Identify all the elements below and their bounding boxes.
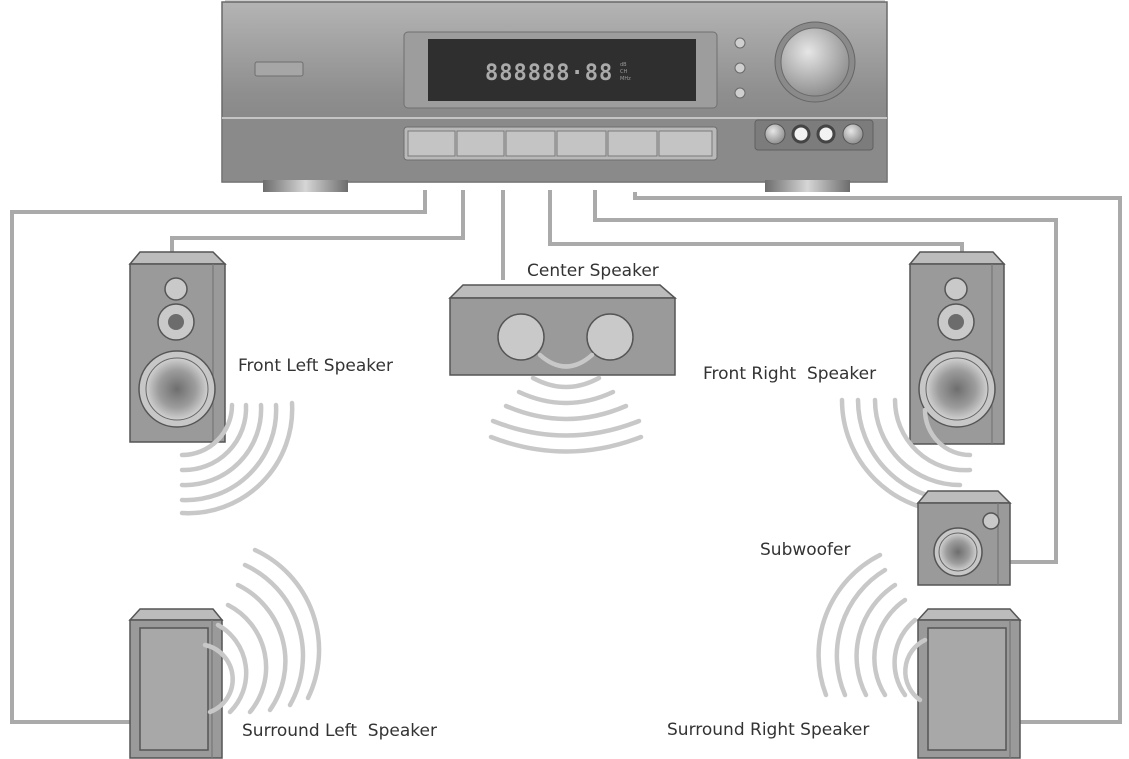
front-button-4[interactable] xyxy=(556,130,607,157)
jack-2[interactable] xyxy=(791,124,811,144)
av-receiver: 888888·88 dB CH MHz xyxy=(221,0,888,192)
front-right-label: Front Right Speaker xyxy=(703,364,876,384)
tweeter-icon xyxy=(164,277,188,301)
wire-front-left xyxy=(170,190,465,262)
front-left-label: Front Left Speaker xyxy=(238,356,393,376)
display-screen xyxy=(428,39,696,101)
front-button-5[interactable] xyxy=(607,130,658,157)
surround-right-label: Surround Right Speaker xyxy=(667,720,869,740)
center-label: Center Speaker xyxy=(527,261,659,281)
tweeter-icon xyxy=(944,277,968,301)
jack-3[interactable] xyxy=(816,124,836,144)
surround-left-sound-waves xyxy=(202,547,322,715)
volume-knob[interactable] xyxy=(780,27,850,97)
center-driver-right-icon xyxy=(586,313,634,361)
surround-right-sound-waves xyxy=(816,552,928,703)
wire-surround-right xyxy=(633,192,1122,724)
front-button-2[interactable] xyxy=(456,130,505,157)
receiver-foot-right xyxy=(765,180,850,192)
indicator-button-1[interactable] xyxy=(734,37,746,49)
jack-4[interactable] xyxy=(842,123,864,145)
front-panel-buttons xyxy=(407,130,713,157)
front-button-6[interactable] xyxy=(658,130,713,157)
display-indicator-3: MHz xyxy=(620,76,631,82)
display-readout: 888888·88 xyxy=(485,61,613,86)
speaker-wires xyxy=(10,190,1122,724)
receiver-foot-left xyxy=(263,180,348,192)
front-button-3[interactable] xyxy=(505,130,556,157)
center-sound-waves xyxy=(488,352,644,454)
front-left-sound-waves xyxy=(179,400,295,516)
speaker-grille xyxy=(139,627,209,751)
center-driver-left-icon xyxy=(497,313,545,361)
jack-panel xyxy=(754,119,874,151)
center-speaker xyxy=(448,284,678,376)
front-button-1[interactable] xyxy=(407,130,456,157)
subwoofer-label: Subwoofer xyxy=(760,540,851,560)
power-button[interactable] xyxy=(254,61,304,77)
wire-subwoofer xyxy=(593,190,1058,564)
surround-left-label: Surround Left Speaker xyxy=(242,721,437,741)
indicator-button-3[interactable] xyxy=(734,87,746,99)
display-indicator-2: CH xyxy=(620,69,627,75)
front-left-speaker xyxy=(128,251,227,443)
jack-1[interactable] xyxy=(764,123,786,145)
subwoofer-port-icon xyxy=(982,512,1000,530)
display-indicator-1: dB xyxy=(620,62,627,68)
indicator-button-2[interactable] xyxy=(734,62,746,74)
surround-left-speaker xyxy=(128,608,224,759)
speaker-grille xyxy=(927,627,1007,751)
surround-right-speaker xyxy=(916,608,1022,759)
wire-front-right xyxy=(548,190,964,262)
wire-surround-left xyxy=(10,190,427,724)
subwoofer xyxy=(916,490,1012,586)
